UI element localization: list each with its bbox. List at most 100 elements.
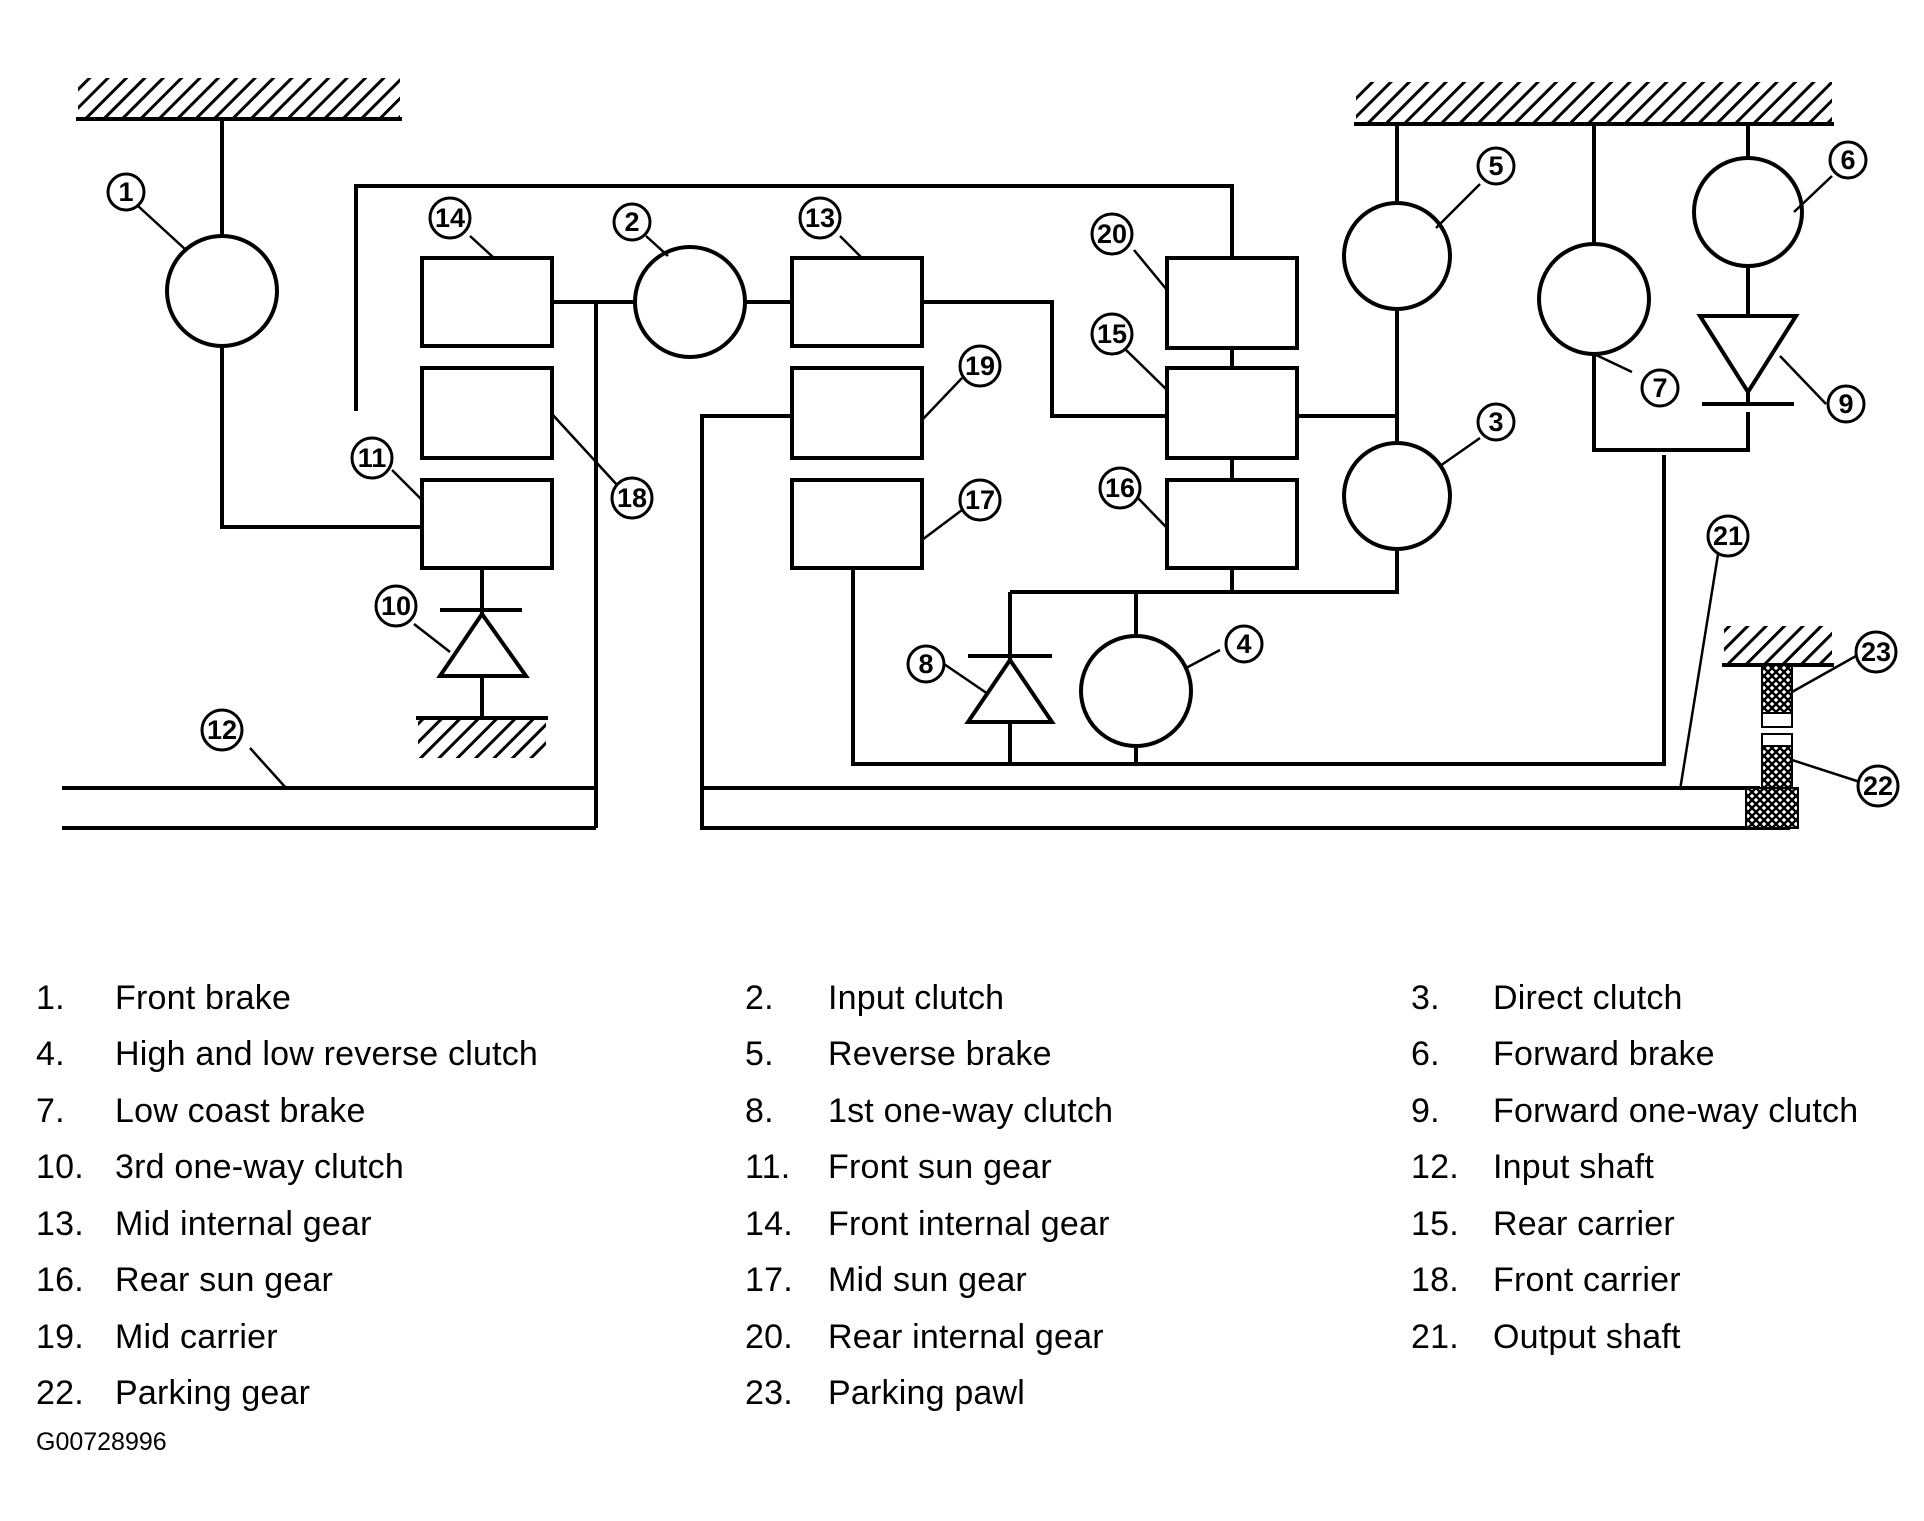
- forward-brake-symbol: [1692, 156, 1804, 268]
- callout-21: 21: [1706, 514, 1750, 558]
- legend-label: Front brake: [115, 979, 292, 1017]
- mid-internal-gear-symbol: [790, 256, 924, 348]
- svg-text:23: 23: [1861, 637, 1891, 667]
- svg-text:18: 18: [617, 483, 647, 513]
- legend-label: Low coast brake: [115, 1092, 366, 1130]
- output-shaft: [702, 786, 1790, 830]
- front-brake-symbol: [165, 234, 279, 348]
- legend-number: 2.: [745, 979, 774, 1017]
- legend-label: Parking pawl: [828, 1374, 1026, 1412]
- legend-number: 5.: [745, 1035, 774, 1073]
- svg-text:14: 14: [435, 203, 465, 233]
- front-carrier-symbol: [420, 366, 554, 460]
- front-sun-gear-symbol: [420, 478, 554, 570]
- legend-number: 1.: [36, 979, 65, 1017]
- legend-label: Mid internal gear: [115, 1205, 372, 1243]
- legend-number: 12.: [1411, 1148, 1459, 1186]
- svg-text:22: 22: [1863, 771, 1893, 801]
- 1st-one-way-clutch-symbol: [964, 654, 1056, 764]
- housing-ground-bottom: [416, 716, 548, 758]
- callout-8: 8: [906, 644, 946, 684]
- legend-number: 15.: [1411, 1205, 1459, 1243]
- rear-internal-gear-symbol: [1165, 256, 1299, 350]
- callout-3: 3: [1476, 402, 1516, 442]
- direct-clutch-symbol: [1342, 441, 1452, 551]
- legend-number: 16.: [36, 1261, 84, 1299]
- input-shaft: [62, 786, 596, 830]
- legend-number: 4.: [36, 1035, 65, 1073]
- svg-text:1: 1: [118, 177, 133, 207]
- legend-number: 20.: [745, 1318, 793, 1356]
- callout-19: 19: [958, 344, 1002, 388]
- legend-label: Direct clutch: [1493, 979, 1683, 1017]
- legend-label: Mid sun gear: [828, 1261, 1027, 1299]
- svg-text:5: 5: [1488, 151, 1503, 181]
- legend-label: Input clutch: [828, 979, 1005, 1017]
- svg-text:19: 19: [965, 351, 995, 381]
- svg-text:12: 12: [207, 715, 237, 745]
- legend-number: 22.: [36, 1374, 84, 1412]
- legend-number: 13.: [36, 1205, 84, 1243]
- legend-label: Forward one-way clutch: [1493, 1092, 1859, 1130]
- svg-text:10: 10: [381, 591, 411, 621]
- callout-16: 16: [1098, 466, 1142, 510]
- legend-number: 11.: [745, 1148, 791, 1186]
- parking-gear-symbol: [1745, 733, 1799, 829]
- svg-text:15: 15: [1097, 319, 1127, 349]
- legend-label: Mid carrier: [115, 1318, 278, 1356]
- svg-text:3: 3: [1488, 407, 1503, 437]
- svg-text:6: 6: [1840, 145, 1855, 175]
- callout-2: 2: [612, 202, 652, 242]
- legend-number: 18.: [1411, 1261, 1459, 1299]
- legend-number: 14.: [745, 1205, 793, 1243]
- legend-label: Rear internal gear: [828, 1318, 1104, 1356]
- legend-number: 3.: [1411, 979, 1440, 1017]
- legend-label: Forward brake: [1493, 1035, 1715, 1073]
- callout-7: 7: [1640, 368, 1680, 408]
- callout-11: 11: [350, 436, 394, 480]
- svg-text:8: 8: [918, 649, 933, 679]
- svg-text:7: 7: [1652, 373, 1667, 403]
- forward-one-way-clutch-symbol: [1696, 314, 1800, 406]
- callout-4: 4: [1224, 624, 1264, 664]
- legend-number: 23.: [745, 1374, 793, 1412]
- callout-13: 13: [798, 196, 842, 240]
- callout-1: 1: [106, 172, 146, 212]
- legend-label: Front sun gear: [828, 1148, 1052, 1186]
- legend-label: 1st one-way clutch: [828, 1092, 1114, 1130]
- legend-number: 9.: [1411, 1092, 1440, 1130]
- legend-label: Front carrier: [1493, 1261, 1681, 1299]
- legend-label: 3rd one-way clutch: [115, 1148, 404, 1186]
- callout-20: 20: [1090, 212, 1134, 256]
- legend-label: Rear sun gear: [115, 1261, 334, 1299]
- legend-number: 7.: [36, 1092, 65, 1130]
- reverse-brake-symbol: [1342, 201, 1452, 311]
- front-internal-gear-symbol: [420, 256, 554, 348]
- svg-text:13: 13: [805, 203, 835, 233]
- rear-carrier-symbol: [1165, 366, 1299, 460]
- legend-label: High and low reverse clutch: [115, 1035, 539, 1073]
- figure-id: G00728996: [36, 1428, 167, 1456]
- housing-ground-pawl: [1722, 626, 1834, 667]
- legend-label: Front internal gear: [828, 1205, 1110, 1243]
- svg-text:2: 2: [624, 207, 639, 237]
- high-low-reverse-clutch-symbol: [1079, 634, 1193, 748]
- housing-ground-left: [76, 78, 402, 121]
- legend-number: 10.: [36, 1148, 84, 1186]
- legend-number: 8.: [745, 1092, 774, 1130]
- callout-17: 17: [958, 478, 1002, 522]
- callout-9: 9: [1826, 384, 1866, 424]
- svg-text:4: 4: [1236, 629, 1251, 659]
- mid-carrier-symbol: [790, 366, 924, 460]
- input-clutch-symbol: [633, 245, 747, 359]
- svg-text:9: 9: [1838, 389, 1853, 419]
- svg-text:20: 20: [1097, 219, 1127, 249]
- svg-text:17: 17: [965, 485, 995, 515]
- callout-15: 15: [1090, 312, 1134, 356]
- callout-23: 23: [1854, 630, 1898, 674]
- callout-22: 22: [1856, 764, 1900, 808]
- legend: 1. Front brake 2. Input clutch 3. Direct cl…: [0, 958, 1924, 1412]
- svg-text:16: 16: [1105, 473, 1135, 503]
- housing-ground-right: [1354, 82, 1834, 126]
- mid-sun-gear-symbol: [790, 478, 924, 570]
